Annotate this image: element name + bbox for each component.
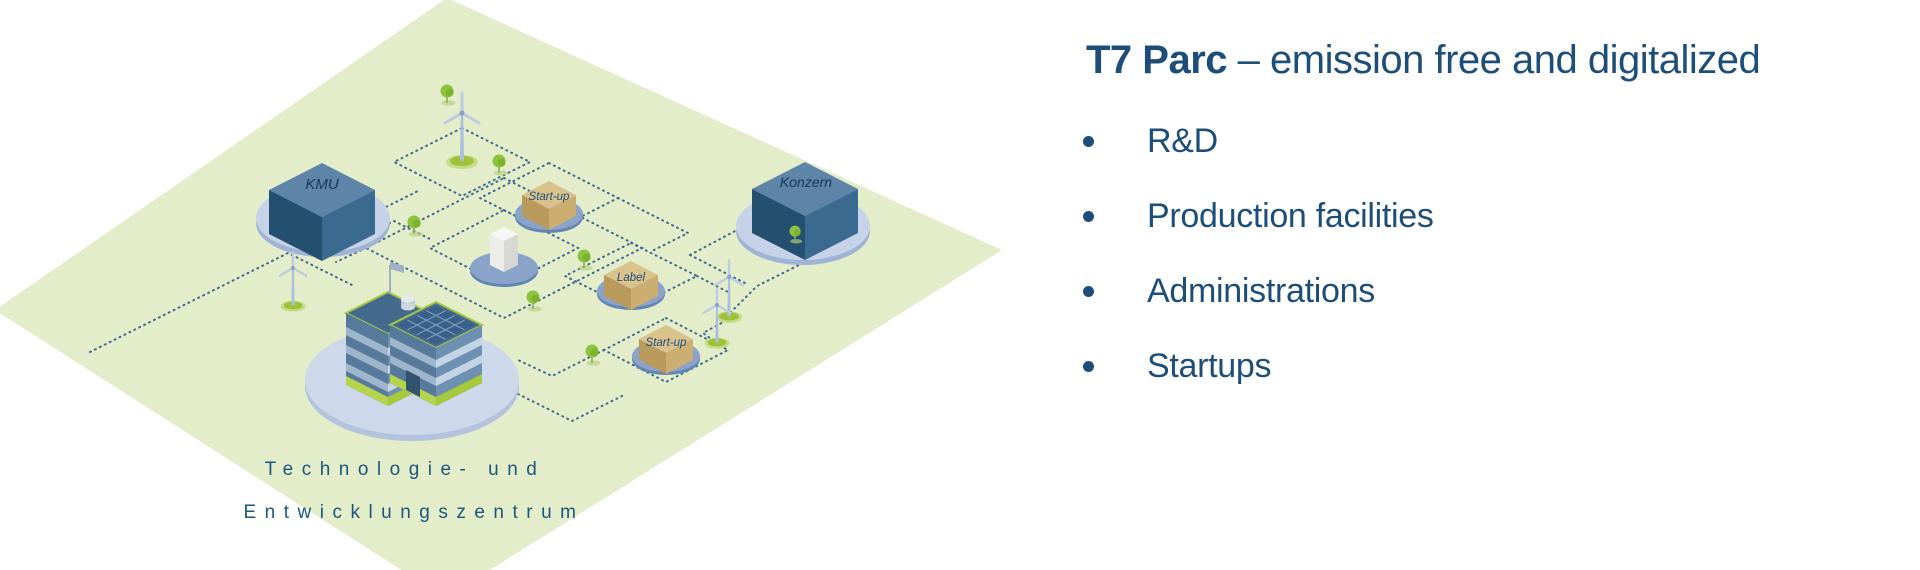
bullet-dot <box>1083 136 1094 147</box>
flag-icon <box>389 262 404 294</box>
bullet-text: R&D <box>1147 122 1218 160</box>
caption-line-2: Entwicklungszentrum <box>243 502 584 523</box>
site-kmu: KMU <box>256 163 390 261</box>
caption-line-1: Technologie- und <box>265 459 546 480</box>
bullet-dot <box>1083 361 1094 372</box>
roof-vent <box>401 295 415 311</box>
label-label: Label <box>617 272 646 284</box>
solar-panels <box>398 306 474 344</box>
slide-title: T7 Parc – emission free and digitalized <box>1086 38 1761 82</box>
bullet-dot <box>1083 211 1094 222</box>
kmu-label: KMU <box>305 176 339 193</box>
building-door <box>406 370 420 397</box>
site-konzern: Konzern <box>736 162 870 265</box>
site-label: Label <box>597 261 665 310</box>
bullet-item: Startups <box>1083 329 1434 404</box>
bullet-item: Production facilities <box>1083 179 1434 254</box>
bullet-text: Production facilities <box>1147 197 1434 235</box>
tech-center-building <box>305 262 519 441</box>
bullet-item: Administrations <box>1083 254 1434 329</box>
bullet-text: Startups <box>1147 347 1272 385</box>
bullet-item: R&D <box>1083 104 1434 179</box>
site-startup-bottom: Start-up <box>632 325 700 375</box>
startup-top-label: Start-up <box>529 191 571 203</box>
slide-title-rest: – emission free and digitalized <box>1227 38 1761 82</box>
bullet-dot <box>1083 286 1094 297</box>
konzern-label: Konzern <box>780 174 832 190</box>
bullet-list: R&D Production facilities Administration… <box>1083 104 1434 404</box>
startup-bottom-label: Start-up <box>646 337 688 349</box>
isometric-park-illustration: Technologie- und Entwicklungszentrum KMU… <box>0 0 1002 570</box>
slide-title-bold: T7 Parc <box>1086 38 1228 82</box>
tower <box>470 227 538 287</box>
text-panel: T7 Parc – emission free and digitalized … <box>1083 38 1761 385</box>
site-startup-top: Start-up <box>515 181 583 233</box>
bullet-text: Administrations <box>1147 272 1375 310</box>
